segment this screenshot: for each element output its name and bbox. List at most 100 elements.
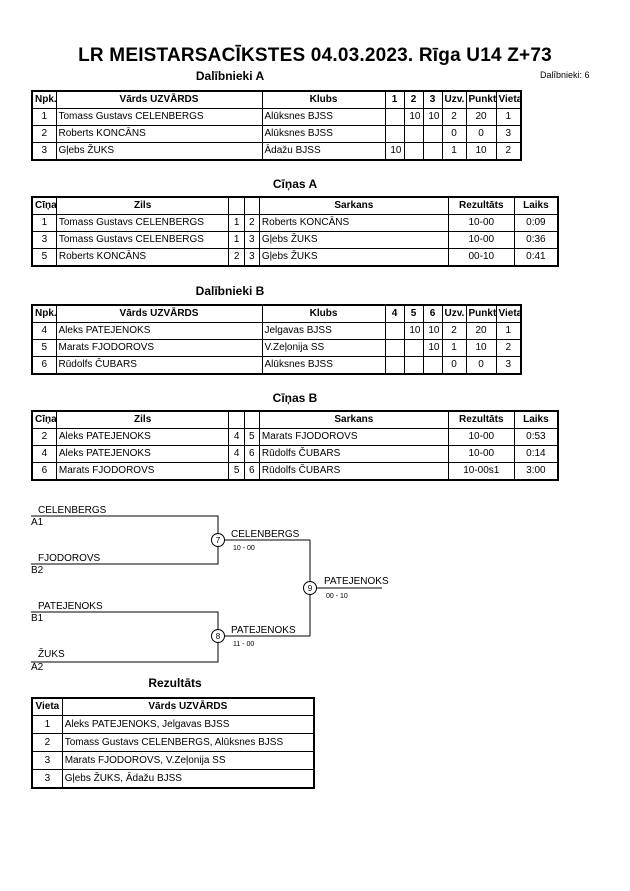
cell-name: Aleks PATEJENOKS [55,322,263,340]
final-score: 00 - 10 [326,593,348,600]
cell-fight-no: 6 [31,462,57,481]
col-blue: Zils [55,196,230,215]
cell-score [422,125,443,143]
cell-points: 10 [465,142,497,161]
semi1-number: 7 [216,536,221,545]
cell-score [403,356,424,375]
cell-time: 3:00 [513,462,559,481]
slot4-code: A2 [31,662,44,673]
cell-score [384,339,405,357]
cell-name: Marats FJODOROVS, V.Zeļonija SS [61,751,315,770]
table-header-row: Cīņa Zils Sarkans Rezultāts Laiks [31,410,559,429]
cell-red-no: 6 [243,462,260,481]
final-winner: PATEJENOKS [324,576,389,587]
cell-place: 3 [495,125,522,143]
playoff-bracket: 7 8 9 CELENBERGS A1 FJODOROVS B2 PATEJEN… [31,505,389,673]
table-row: 4 Aleks PATEJENOKS Jelgavas BJSS 10 10 2… [31,322,522,340]
cell-score: 10 [403,108,424,126]
cell-name: Tomass Gustavs CELENBERGS [55,108,263,126]
cell-red-no: 3 [243,248,260,267]
cell-red: Rūdolfs ČUBARS [258,462,449,481]
cell-wins: 0 [441,356,467,375]
group-a-heading: Dalībnieki A [195,69,265,83]
col-points: Punkti [465,90,497,109]
cell-name: Gļebs ŽUKS [55,142,263,161]
semi1-score: 10 - 00 [233,545,255,552]
table-row: 1 Tomass Gustavs CELENBERGS 1 2 Roberts … [31,214,559,232]
col-opp-2: 2 [403,90,424,109]
col-name: Vārds UZVĀRDS [55,304,263,323]
cell-score: 10 [422,108,443,126]
cell-red-no: 2 [243,214,260,232]
col-opp-6: 6 [422,304,443,323]
cell-score [384,322,405,340]
cell-score [403,339,424,357]
cell-score [422,142,443,161]
group-b-table: Npk. Vārds UZVĀRDS Klubs 4 5 6 Uzv. Punk… [31,304,522,375]
table-row: 6 Marats FJODOROVS 5 6 Rūdolfs ČUBARS 10… [31,462,559,481]
cell-name: Marats FJODOROVS [55,339,263,357]
slot1-code: A1 [31,517,44,528]
col-wins: Uzv. [441,90,467,109]
cell-score [384,108,405,126]
table-row: 2 Roberts KONCĀNS Alūksnes BJSS 0 0 3 [31,125,522,143]
final-number: 9 [308,584,313,593]
slot3-code: B1 [31,613,44,624]
col-opp-5: 5 [403,304,424,323]
col-red-no [243,196,260,215]
col-blue: Zils [55,410,230,429]
cell-blue: Roberts KONCĀNS [55,248,230,267]
col-time: Laiks [513,410,559,429]
cell-name: Rūdolfs ČUBARS [55,356,263,375]
col-blue-no [228,410,245,429]
col-fight-no: Cīņa [31,410,57,429]
final-marker [303,581,317,595]
results-table: Vieta Vārds UZVĀRDS 1 Aleks PATEJENOKS, … [31,697,315,789]
cell-blue: Tomass Gustavs CELENBERGS [55,214,230,232]
cell-red-no: 3 [243,231,260,249]
col-points: Punkti [465,304,497,323]
cell-time: 0:41 [513,248,559,267]
cell-result: 10-00 [447,428,515,446]
cell-fight-no: 1 [31,214,57,232]
table-header-row: Npk. Vārds UZVĀRDS Klubs 4 5 6 Uzv. Punk… [31,304,522,323]
col-blue-no [228,196,245,215]
table-row: 3 Gļebs ŽUKS Ādažu BJSS 10 1 10 2 [31,142,522,161]
col-wins: Uzv. [441,304,467,323]
col-club: Klubs [261,304,386,323]
table-row: 5 Marats FJODOROVS V.Zeļonija SS 10 1 10… [31,339,522,357]
semi1-marker [211,533,225,547]
cell-time: 0:36 [513,231,559,249]
cell-name: Aleks PATEJENOKS, Jelgavas BJSS [61,715,315,734]
cell-result: 10-00 [447,231,515,249]
cell-result: 10-00 [447,214,515,232]
cell-wins: 2 [441,108,467,126]
table-row: 2 Aleks PATEJENOKS 4 5 Marats FJODOROVS … [31,428,559,446]
cell-club: Ādažu BJSS [261,142,386,161]
cell-npk: 2 [31,125,57,143]
cell-blue: Tomass Gustavs CELENBERGS [55,231,230,249]
semi2-marker [211,629,225,643]
table-header-row: Vieta Vārds UZVĀRDS [31,697,315,716]
cell-club: Jelgavas BJSS [261,322,386,340]
page-title: LR MEISTARSACĪKSTES 04.03.2023. Rīga U14… [78,45,552,66]
table-row: 1 Tomass Gustavs CELENBERGS Alūksnes BJS… [31,108,522,126]
cell-place: 2 [495,142,522,161]
semi2-number: 8 [216,632,221,641]
col-npk: Npk. [31,304,57,323]
cell-score: 10 [422,322,443,340]
cell-blue-no: 4 [228,445,245,463]
cell-place: 1 [495,108,522,126]
col-opp-1: 1 [384,90,405,109]
cell-red: Gļebs ŽUKS [258,248,449,267]
cell-time: 0:14 [513,445,559,463]
col-place: Vieta [31,697,63,716]
table-row: 1 Aleks PATEJENOKS, Jelgavas BJSS [31,715,315,734]
col-name: Vārds UZVĀRDS [55,90,263,109]
cell-club: V.Zeļonija SS [261,339,386,357]
cell-place: 2 [31,733,63,752]
group-b-heading: Dalībnieki B [195,284,265,298]
cell-points: 0 [465,356,497,375]
cell-red: Gļebs ŽUKS [258,231,449,249]
cell-club: Alūksnes BJSS [261,108,386,126]
